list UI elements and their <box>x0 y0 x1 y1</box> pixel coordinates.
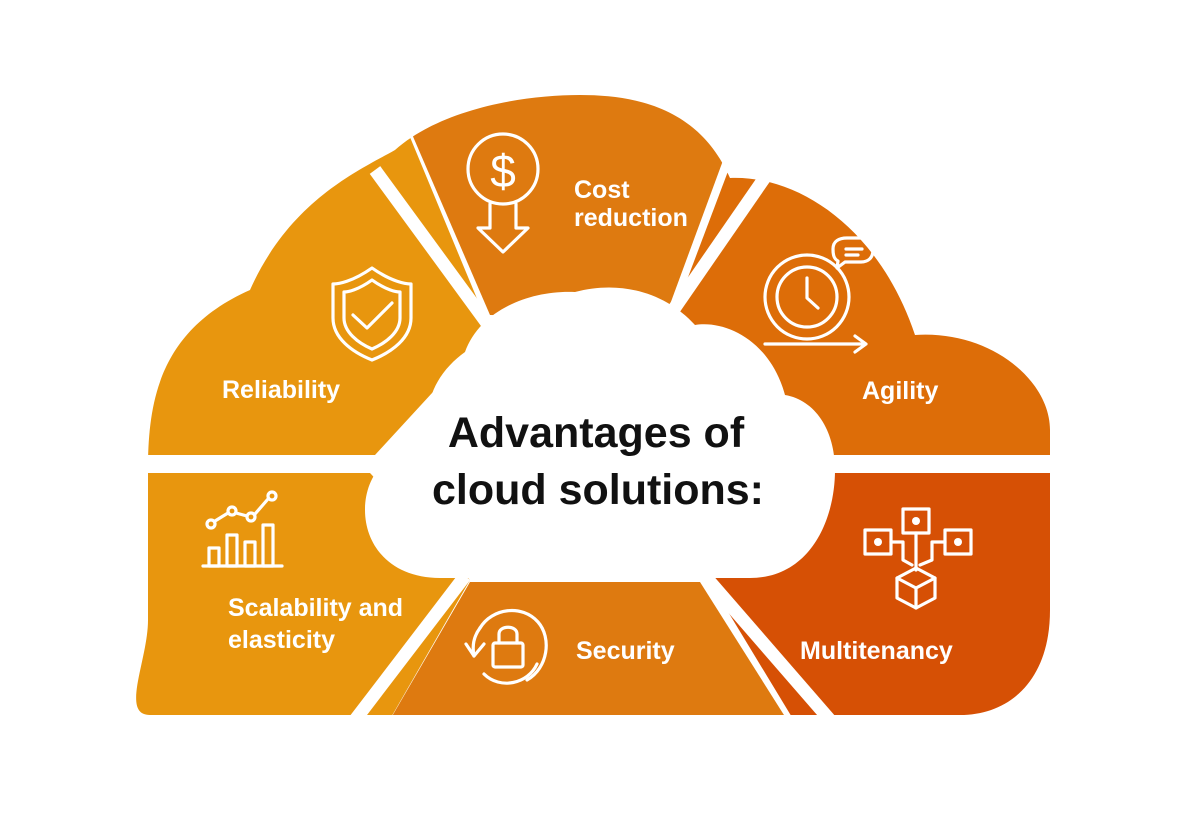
stopwatch-chat-icon <box>763 236 875 354</box>
label-scalability-line-2: elasticity <box>228 626 335 654</box>
shield-check-icon <box>331 266 413 362</box>
svg-text:$: $ <box>490 145 516 197</box>
label-cost-line-1: Cost <box>574 176 630 204</box>
network-cube-icon <box>863 507 973 610</box>
dollar-down-icon: $ <box>466 132 540 254</box>
title-line-2: cloud solutions: <box>432 466 764 514</box>
label-scalability-line-1: Scalability and <box>228 594 403 622</box>
segment-security <box>355 582 825 715</box>
label-security: Security <box>576 637 675 665</box>
label-cost-line-2: reduction <box>574 204 688 232</box>
label-agility: Agility <box>862 377 938 405</box>
central-cloud <box>365 287 835 578</box>
label-multitenancy: Multitenancy <box>800 637 953 665</box>
label-reliability: Reliability <box>222 376 340 404</box>
growth-chart-icon <box>201 490 284 568</box>
segment-dividers <box>130 166 1070 725</box>
segment-cost <box>380 95 760 318</box>
title-line-1: Advantages of <box>448 409 745 457</box>
refresh-lock-icon <box>464 608 548 685</box>
